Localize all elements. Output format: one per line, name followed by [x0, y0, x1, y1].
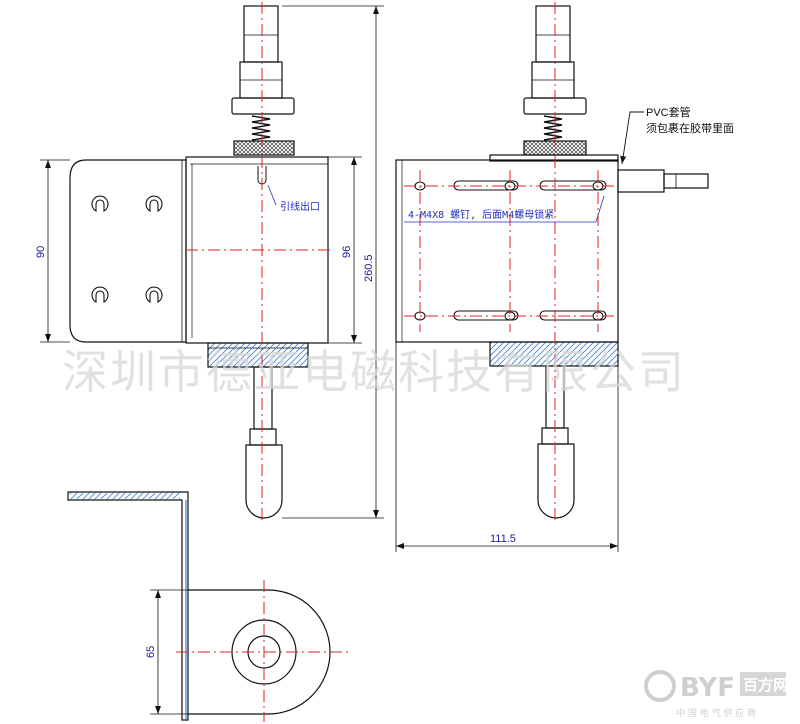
- wire-exit-callout: 引线出口: [267, 184, 320, 213]
- screw-callout: 4-M4X8 螺钉, 后面M4螺母锁紧: [404, 195, 605, 223]
- pvc-note-1: PVC套管: [646, 105, 691, 119]
- spring: [251, 115, 271, 141]
- plunger-tip: [245, 444, 283, 519]
- keyhole-slots: [91, 195, 163, 303]
- dim-260-label: 260.5: [363, 254, 375, 282]
- pvc-note-2: 须包裹在胶带里面: [646, 121, 734, 135]
- dim-total-width: 111.5: [395, 342, 619, 552]
- logo-tagline: 中 国 电 气 供 应 商: [676, 707, 756, 719]
- svg-text:引线出口: 引线出口: [280, 200, 320, 213]
- dim-111-label: 111.5: [490, 533, 516, 545]
- pvc-callout: PVC套管 须包裹在胶带里面: [620, 105, 734, 165]
- side-spring: [543, 115, 563, 141]
- plunger-washer: [231, 97, 295, 115]
- plunger-top-shaft: [243, 5, 279, 63]
- logo-cn: 百方网: [743, 676, 788, 694]
- dim-total-length: 260.5: [282, 5, 384, 519]
- screw-note: 4-M4X8 螺钉, 后面M4螺母锁紧: [408, 208, 554, 221]
- byf-logo: BYF 百方网 中 国 电 气 供 应 商: [644, 670, 788, 719]
- svg-text:BYF: BYF: [680, 673, 735, 703]
- knurled-nut: [233, 140, 295, 156]
- dim-bracket-height: 90: [35, 159, 70, 343]
- side-plunger-tip: [537, 443, 575, 519]
- dim-bracket-depth: 65: [145, 589, 188, 715]
- side-body: [395, 159, 619, 343]
- mounting-bracket: [69, 159, 187, 343]
- pvc-tube: [617, 169, 665, 193]
- side-view: [395, 5, 709, 519]
- company-watermark: 深圳市德亚电磁科技有限公司: [62, 345, 686, 399]
- dim-65-label: 65: [145, 646, 157, 658]
- dim-90-label: 90: [35, 246, 47, 258]
- dim-body-height: 96: [328, 156, 362, 344]
- bracket-profile: [67, 491, 189, 721]
- front-view: [69, 5, 329, 519]
- side-plunger-top: [535, 5, 571, 63]
- dim-96-label: 96: [341, 246, 353, 258]
